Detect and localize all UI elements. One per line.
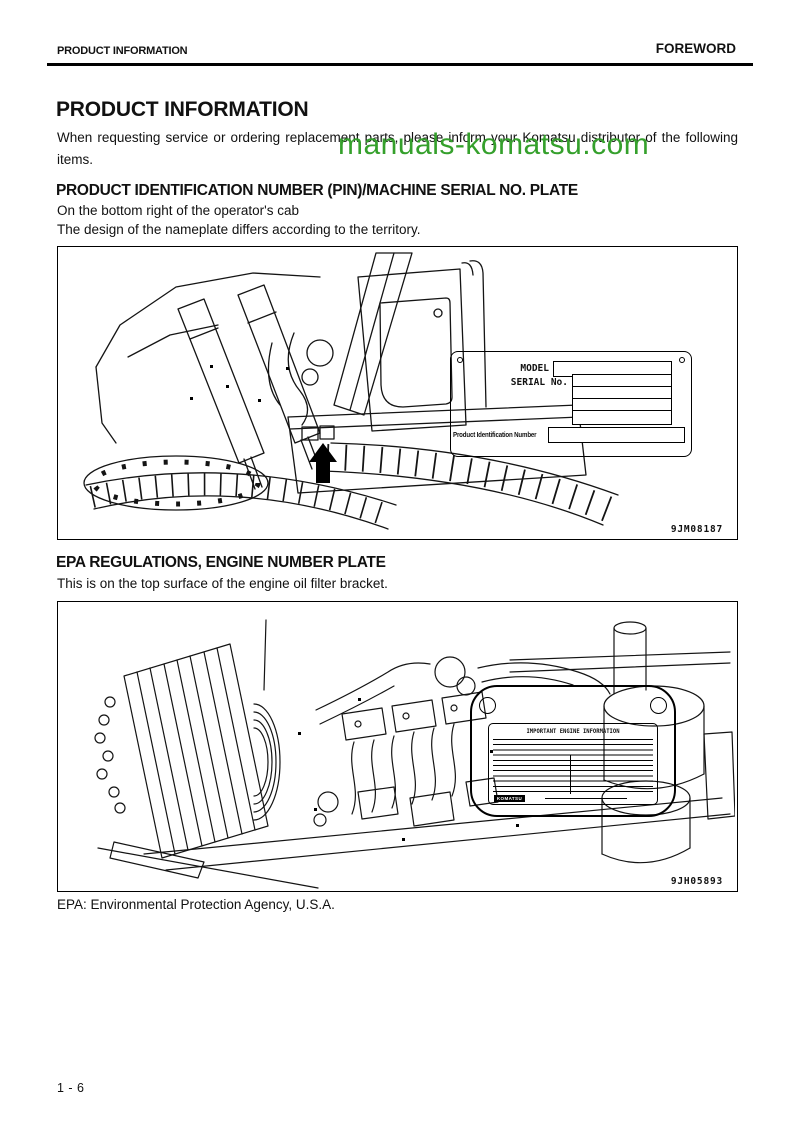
header-chapter-title: FOREWORD (655, 41, 736, 56)
pin-value-box (548, 427, 685, 443)
serial-value-box (572, 410, 672, 425)
header-rule (47, 63, 753, 66)
epa-plate-underline (545, 798, 627, 799)
intro-paragraph: When requesting service or ordering repl… (57, 130, 738, 167)
header-section-title: PRODUCT INFORMATION (57, 45, 188, 57)
epa-section-heading: EPA REGULATIONS, ENGINE NUMBER PLATE (56, 554, 386, 571)
pin-section-heading: PRODUCT IDENTIFICATION NUMBER (PIN)/MACH… (56, 182, 578, 199)
epa-plate: IMPORTANT ENGINE INFORMATION KOMATSU (470, 685, 676, 817)
epa-figure: IMPORTANT ENGINE INFORMATION KOMATSU 9JH… (57, 601, 738, 892)
pin-number-label: Product Identification Number (453, 430, 537, 439)
pin-nameplate: MODEL SERIAL No. Product Identification … (450, 351, 692, 457)
figure-code: 9JH05893 (670, 876, 723, 887)
figure-code: 9JM08187 (670, 524, 723, 535)
pin-figure: MODEL SERIAL No. Product Identification … (57, 246, 738, 540)
bolt-hole-icon (650, 697, 667, 714)
excavator-line-drawing (83, 252, 619, 530)
watermark: manuals-komatsu.com (338, 128, 650, 161)
screw-hole-icon (679, 357, 685, 363)
epa-plate-ruled-lines (493, 739, 653, 796)
page-title: PRODUCT INFORMATION (56, 98, 309, 121)
screw-hole-icon (457, 357, 463, 363)
bolt-hole-icon (479, 697, 496, 714)
model-label: MODEL (520, 363, 549, 374)
komatsu-logo: KOMATSU (494, 795, 525, 802)
page-number: 1 - 6 (57, 1081, 85, 1095)
epa-plate-divider (570, 755, 571, 794)
epa-abbreviation-note: EPA: Environmental Protection Agency, U.… (57, 897, 335, 912)
serial-label: SERIAL No. (510, 377, 568, 388)
location-arrow-icon (309, 443, 337, 483)
epa-plate-title: IMPORTANT ENGINE INFORMATION (526, 728, 620, 735)
pin-location-note: On the bottom right of the operator's ca… (57, 203, 299, 218)
pin-design-note: The design of the nameplate differs acco… (57, 222, 421, 237)
epa-plate-panel: IMPORTANT ENGINE INFORMATION KOMATSU (488, 723, 658, 805)
epa-location-note: This is on the top surface of the engine… (57, 576, 388, 591)
